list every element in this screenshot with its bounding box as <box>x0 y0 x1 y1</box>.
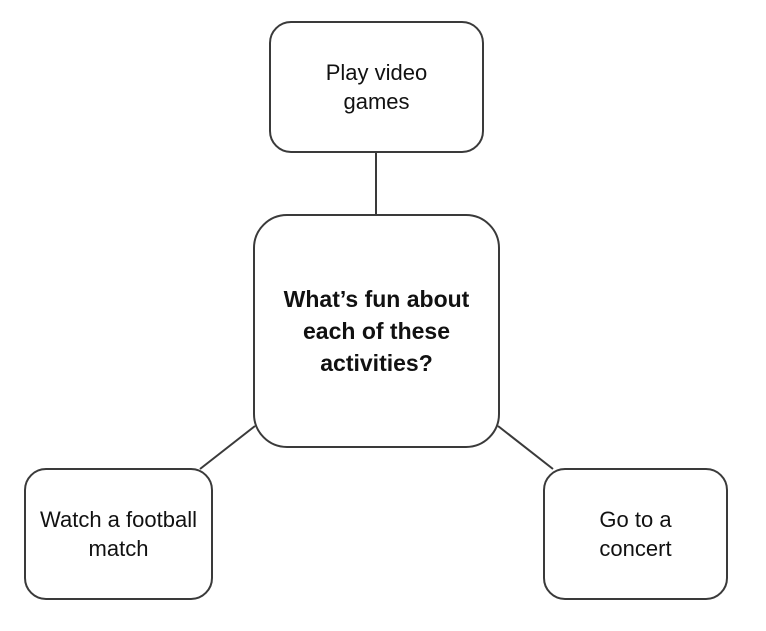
node-label: Watch a football match <box>40 507 197 561</box>
connector-left <box>199 425 256 470</box>
node-go-to-concert: Go to a concert <box>543 468 728 600</box>
node-label: Go to a concert <box>599 507 672 561</box>
connector-right <box>497 425 554 470</box>
central-question-node: What’s fun about each of these activitie… <box>253 214 500 448</box>
node-play-video-games: Play video games <box>269 21 484 153</box>
node-watch-football-match: Watch a football match <box>24 468 213 600</box>
central-question-label: What’s fun about each of these activitie… <box>283 286 470 376</box>
node-label: Play video games <box>325 60 428 114</box>
